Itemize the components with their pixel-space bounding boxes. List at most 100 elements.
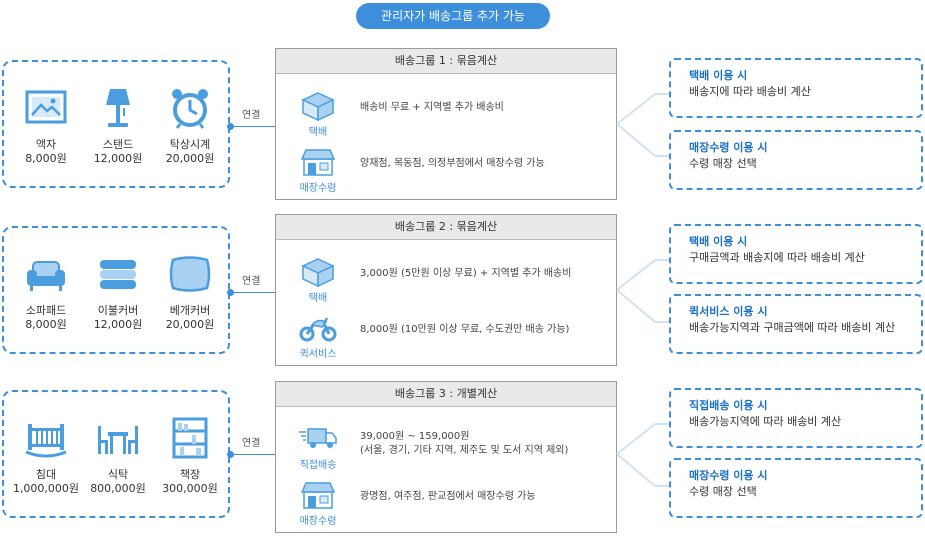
bookshelf-icon — [168, 416, 212, 460]
product-item: 액자 8,000원 — [8, 86, 84, 166]
row-caption: 택배 — [308, 127, 328, 138]
row-text: 양재점, 목동점, 의정부점에서 매장수령 가능 — [360, 158, 545, 169]
group-row: 택배 배송비 무료 + 지역별 추가 배송비 — [276, 87, 616, 143]
fan-connector-2 — [616, 259, 671, 323]
group-row: 직접배송 39,000원 ~ 159,000원 (서울, 경기, 기타 지역, … — [276, 420, 616, 476]
product-name: 스탠드 — [102, 138, 134, 151]
product-price: 8,000원 — [25, 318, 67, 331]
pillow-cover-icon — [168, 252, 212, 296]
option-card: 퀵서비스 이용 시 배송가능지역과 구매금액에 따라 배송비 계산 — [669, 294, 923, 354]
option-card: 직접배송 이용 시 배송가능지역에 따라 배송비 계산 — [669, 388, 923, 448]
option-card: 매장수령 이용 시 수령 매장 선택 — [669, 458, 923, 518]
group-row: 매장수령 광명점, 여주점, 판교점에서 매장수령 가능 — [276, 476, 616, 532]
product-item: 이불커버 12,000원 — [80, 252, 156, 332]
fan-connector-1 — [616, 93, 671, 157]
dining-table-icon — [96, 416, 140, 460]
motorcycle-icon — [299, 317, 337, 342]
product-name: 탁상시계 — [169, 138, 211, 151]
connector-dot — [227, 289, 234, 296]
parcel-box-icon — [301, 92, 335, 121]
option-desc: 수령 매장 선택 — [689, 157, 757, 170]
delivery-group-1: 배송그룹 1 : 묶음계산 택배 배송비 무료 + 지역별 추가 배송비 매장수… — [275, 48, 617, 200]
row-text: 광명점, 여주점, 판교점에서 매장수령 가능 — [360, 491, 536, 502]
row-text: 배송비 무료 + 지역별 추가 배송비 — [360, 102, 504, 113]
connector-dot — [227, 123, 234, 130]
option-card: 택배 이용 시 배송지에 따라 배송비 계산 — [669, 58, 923, 118]
product-name: 베개커버 — [169, 304, 211, 317]
store-icon — [300, 482, 336, 509]
connector-label: 연결 — [242, 110, 261, 121]
group-row: 택배 3,000원 (5만원 이상 무료) + 지역별 추가 배송비 — [276, 253, 616, 309]
crib-icon — [24, 416, 68, 460]
group-title: 배송그룹 1 : 묶음계산 — [276, 49, 616, 74]
option-card: 매장수령 이용 시 수령 매장 선택 — [669, 130, 923, 190]
group-row: 퀵서비스 8,000원 (10만원 이상 무료, 수도권만 배송 가능) — [276, 309, 616, 365]
option-desc: 배송가능지역과 구매금액에 따라 배송비 계산 — [689, 321, 896, 334]
header-pill: 관리자가 배송그룹 추가 가능 — [356, 3, 550, 29]
product-name: 소파패드 — [25, 304, 67, 317]
row-caption: 매장수령 — [299, 516, 337, 527]
option-desc: 수령 매장 선택 — [689, 485, 757, 498]
row-text: 3,000원 (5만원 이상 무료) + 지역별 추가 배송비 — [360, 268, 572, 279]
connector-line — [230, 454, 275, 455]
parcel-box-icon — [301, 258, 335, 287]
product-name: 식탁 — [107, 468, 129, 481]
product-item: 스탠드 12,000원 — [80, 86, 156, 166]
delivery-group-3: 배송그룹 3 : 개별계산 직접배송 39,000원 ~ 159,000원 (서… — [275, 381, 617, 533]
option-title: 택배 이용 시 — [689, 235, 748, 248]
product-box-1: 액자 8,000원 스탠드 12,000원 탁상시계 20,000원 — [2, 60, 230, 188]
option-title: 직접배송 이용 시 — [689, 399, 768, 412]
option-desc: 구매금액과 배송지에 따라 배송비 계산 — [689, 251, 865, 264]
delivery-group-2: 배송그룹 2 : 묶음계산 택배 3,000원 (5만원 이상 무료) + 지역… — [275, 214, 617, 366]
sofa-pad-icon — [24, 252, 68, 296]
product-name: 책장 — [179, 468, 201, 481]
option-title: 퀵서비스 이용 시 — [689, 305, 768, 318]
connector-2: 연결 — [227, 276, 275, 298]
option-card: 택배 이용 시 구매금액과 배송지에 따라 배송비 계산 — [669, 224, 923, 284]
option-title: 택배 이용 시 — [689, 69, 748, 82]
connector-3: 연결 — [227, 438, 275, 460]
product-price: 12,000원 — [93, 318, 143, 331]
picture-frame-icon — [24, 86, 68, 130]
product-item: 식탁 800,000원 — [80, 416, 156, 496]
connector-line — [230, 292, 275, 293]
product-price: 300,000원 — [162, 482, 218, 495]
group-title: 배송그룹 3 : 개별계산 — [276, 382, 616, 407]
product-item: 침대 1,000,000원 — [8, 416, 84, 496]
row-caption: 매장수령 — [299, 183, 337, 194]
connector-dot — [227, 451, 234, 458]
connector-label: 연결 — [242, 276, 261, 287]
row-text: 8,000원 (10만원 이상 무료, 수도권만 배송 가능) — [360, 324, 570, 335]
product-price: 800,000원 — [90, 482, 146, 495]
product-price: 12,000원 — [93, 152, 143, 165]
group-row: 매장수령 양재점, 목동점, 의정부점에서 매장수령 가능 — [276, 143, 616, 199]
delivery-truck-icon — [299, 428, 337, 448]
product-price: 8,000원 — [25, 152, 67, 165]
blanket-cover-icon — [96, 252, 140, 296]
product-box-3: 침대 1,000,000원 식탁 800,000원 책장 300,000원 — [2, 390, 230, 518]
product-item: 책장 300,000원 — [152, 416, 228, 496]
product-name: 이불커버 — [97, 304, 139, 317]
product-name: 액자 — [35, 138, 57, 151]
fan-connector-3 — [616, 423, 671, 487]
store-icon — [300, 149, 336, 176]
option-title: 매장수령 이용 시 — [689, 469, 768, 482]
row-caption: 퀵서비스 — [299, 349, 337, 360]
connector-line — [230, 126, 275, 127]
row-caption: 직접배송 — [299, 460, 337, 471]
product-price: 20,000원 — [165, 152, 215, 165]
row-caption: 택배 — [308, 293, 328, 304]
product-box-2: 소파패드 8,000원 이불커버 12,000원 베개커버 20,000원 — [2, 226, 230, 354]
product-price: 20,000원 — [165, 318, 215, 331]
option-title: 매장수령 이용 시 — [689, 141, 768, 154]
product-item: 탁상시계 20,000원 — [152, 86, 228, 166]
product-price: 1,000,000원 — [12, 482, 80, 495]
row-text: 39,000원 ~ 159,000원 (서울, 경기, 기타 지역, 제주도 및… — [360, 430, 610, 458]
row-text-line: (서울, 경기, 기타 지역, 제주도 및 도서 지역 제외) — [360, 445, 569, 456]
row-text-line: 39,000원 ~ 159,000원 — [360, 431, 470, 442]
product-item: 소파패드 8,000원 — [8, 252, 84, 332]
alarm-clock-icon — [168, 86, 212, 130]
group-title: 배송그룹 2 : 묶음계산 — [276, 215, 616, 240]
product-name: 침대 — [35, 468, 57, 481]
connector-1: 연결 — [227, 110, 275, 132]
